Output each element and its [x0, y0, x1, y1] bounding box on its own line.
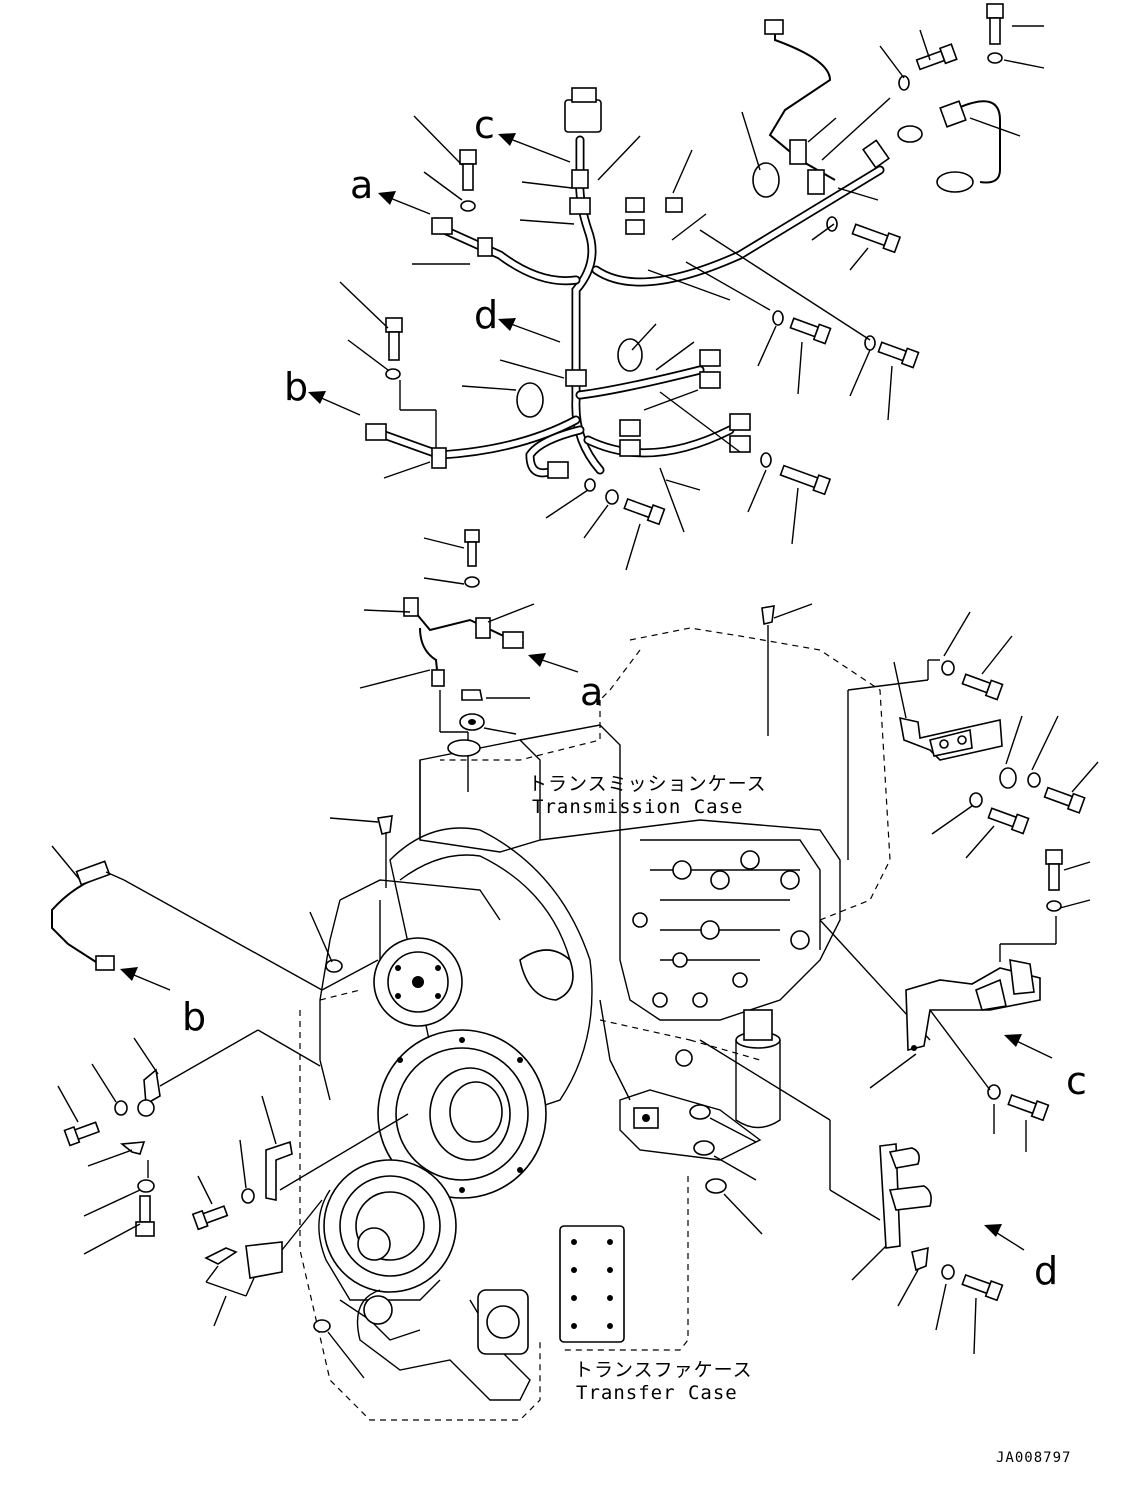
label-c-right: c	[1066, 1059, 1087, 1103]
right-bracket-middle	[869, 849, 1091, 1152]
transfer-case-jp: トランスファケース	[574, 1359, 753, 1381]
sensor-assembly-b	[51, 845, 379, 991]
right-bracket-upper	[847, 611, 1099, 860]
left-brackets	[57, 1029, 409, 1327]
leader-lines-upper	[339, 25, 1045, 571]
main-wiring-harness	[365, 19, 1001, 479]
transmission-case-jp: トランスミッションケース	[528, 773, 767, 795]
reference-letters: c a d b a b c d	[182, 103, 1087, 1293]
transmission-case	[319, 627, 931, 1221]
label-d-right: d	[1034, 1249, 1058, 1293]
case-labels: トランスミッションケース Transmission Case トランスファケース…	[528, 773, 767, 1404]
label-b-top: b	[284, 365, 308, 409]
bolts-and-washers-upper	[385, 3, 1004, 526]
label-c-top: c	[474, 103, 495, 147]
right-bracket-lower	[851, 1143, 1004, 1355]
label-d-top: d	[474, 293, 498, 337]
label-a-top: a	[350, 163, 373, 207]
label-b-left: b	[182, 995, 206, 1039]
transfer-case	[299, 989, 689, 1421]
sensor-assembly-a	[359, 529, 535, 792]
case-fasteners	[309, 603, 813, 1379]
direction-arrows	[120, 133, 1053, 1251]
transmission-case-en: Transmission Case	[532, 796, 743, 818]
drawing-code: JA008797	[996, 1450, 1071, 1466]
transfer-case-en: Transfer Case	[576, 1382, 738, 1404]
label-a-mid: a	[580, 670, 603, 714]
